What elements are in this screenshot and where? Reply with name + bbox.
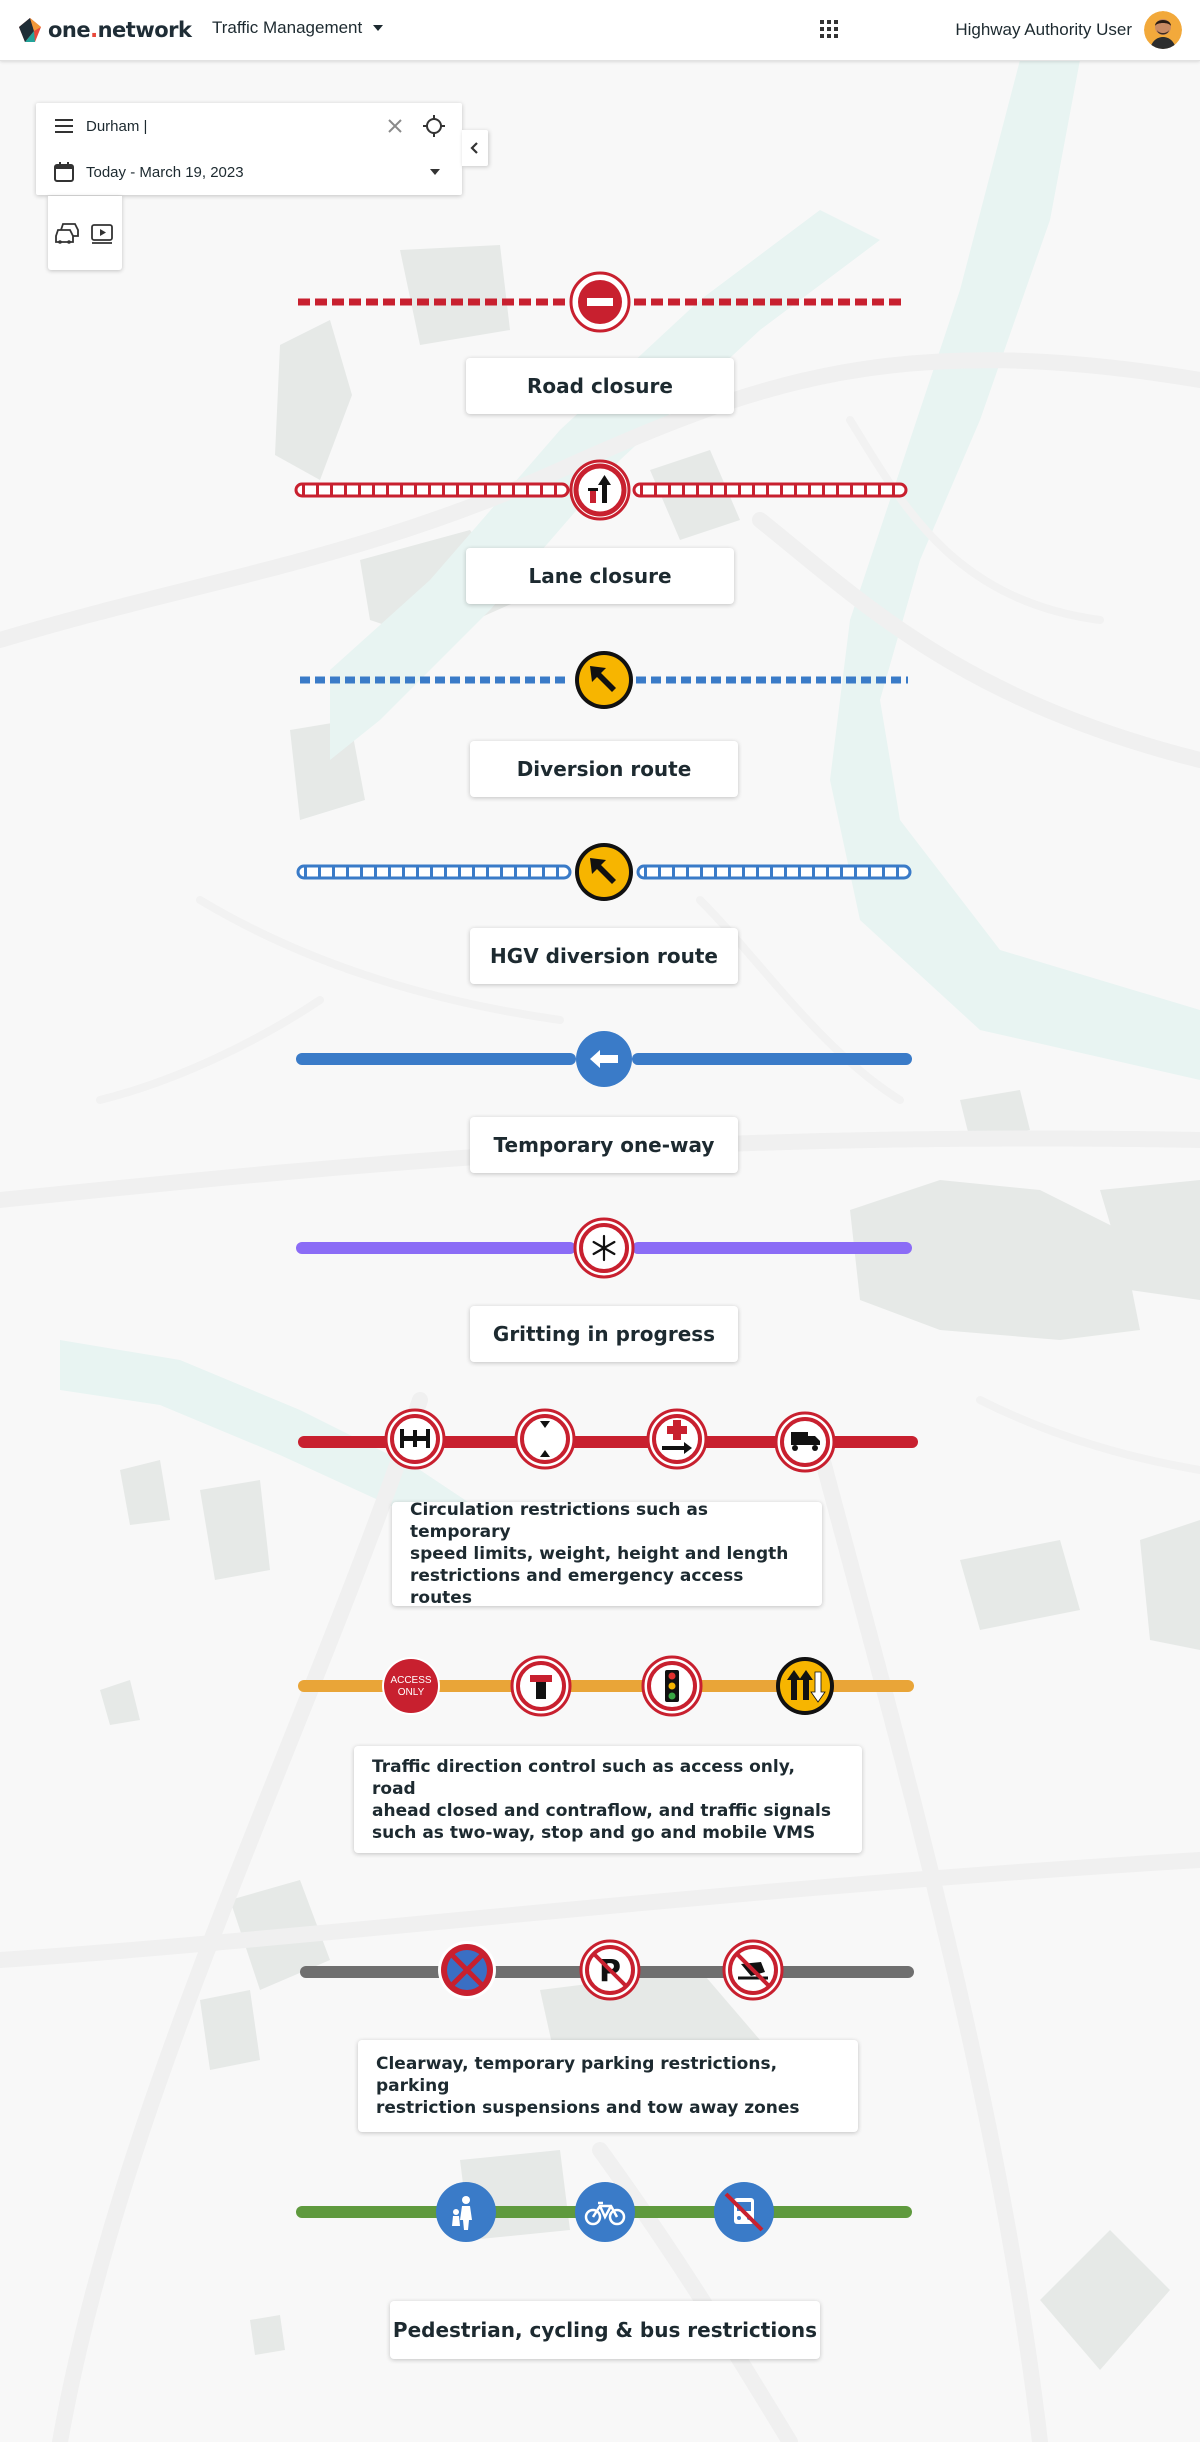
diversion-route-legend: [0, 650, 1200, 710]
access-only-sign-icon[interactable]: ACCESS ONLY: [382, 1657, 440, 1715]
traffic-direction-description: Traffic direction control such as access…: [354, 1746, 862, 1853]
road-closure-legend: [0, 271, 1200, 333]
height-limit-sign-icon[interactable]: [514, 1408, 576, 1470]
lane-closure-legend: [0, 459, 1200, 521]
road-closure-label: Road closure: [466, 358, 734, 414]
collapse-panel-button[interactable]: [462, 130, 488, 166]
one-way-label: Temporary one-way: [470, 1117, 738, 1173]
traffic-direction-description-text: Traffic direction control such as access…: [372, 1756, 844, 1844]
emergency-access-sign-icon[interactable]: [646, 1408, 708, 1470]
circulation-text-line-1: Circulation restrictions such as tempora…: [410, 1500, 708, 1542]
search-input[interactable]: [86, 114, 411, 138]
lane-closure-sign-icon[interactable]: [569, 459, 631, 521]
logo-text: one.network: [48, 18, 192, 42]
one-way-legend: [0, 1029, 1200, 1089]
access-only-text-line-2: ONLY: [398, 1687, 425, 1698]
clearway-text-line-2: restriction suspensions and tow away zon…: [376, 2098, 800, 2118]
clearway-description: Clearway, temporary parking restrictions…: [358, 2040, 858, 2132]
gritting-label: Gritting in progress: [470, 1306, 738, 1362]
clearway-sign-icon[interactable]: [438, 1941, 496, 1999]
one-network-logo-icon: [19, 18, 41, 42]
close-icon[interactable]: [386, 117, 404, 135]
circulation-description: Circulation restrictions such as tempora…: [392, 1499, 822, 1609]
no-entry-sign-icon[interactable]: [569, 271, 631, 333]
tow-away-sign-icon[interactable]: [722, 1939, 784, 2001]
traffic-direction-text-line-3: such as two-way, stop and go and mobile …: [372, 1822, 816, 1843]
diversion-route-label: Diversion route: [470, 741, 738, 797]
module-menu[interactable]: Traffic Management: [212, 18, 384, 38]
hgv-diversion-label: HGV diversion route: [470, 928, 738, 984]
date-row[interactable]: Today - March 19, 2023: [36, 149, 462, 195]
module-menu-label: Traffic Management: [212, 18, 363, 37]
pedestrian-sign-icon[interactable]: [436, 2182, 496, 2242]
clearway-text-line-1: Clearway, temporary parking restrictions…: [376, 2054, 778, 2096]
user-avatar[interactable]: [1144, 11, 1182, 49]
one-network-logo[interactable]: one.network: [18, 14, 192, 46]
access-only-text-line-1: ACCESS: [390, 1675, 431, 1686]
bicycle-sign-icon[interactable]: [575, 2182, 635, 2242]
clearway-legend: P: [0, 1939, 1200, 2002]
circulation-text-line-2: speed limits, weight, height and length: [410, 1544, 789, 1564]
hgv-diversion-arrow-sign-icon[interactable]: [575, 843, 633, 901]
date-range-label[interactable]: Today - March 19, 2023: [86, 164, 244, 181]
hgv-diversion-legend: [0, 842, 1200, 902]
clearway-description-text: Clearway, temporary parking restrictions…: [376, 2053, 840, 2119]
hamburger-icon[interactable]: [54, 117, 74, 135]
contraflow-sign-icon[interactable]: [776, 1657, 834, 1715]
map-tools: [48, 196, 122, 270]
traffic-direction-legend: ACCESS ONLY: [0, 1655, 1200, 1717]
user-name[interactable]: Highway Authority User: [955, 20, 1132, 39]
calendar-icon: [54, 162, 74, 182]
chevron-left-icon: [470, 142, 478, 154]
diversion-arrow-sign-icon[interactable]: [575, 651, 633, 709]
weight-limit-sign-icon[interactable]: [384, 1408, 446, 1470]
snowflake-sign-icon[interactable]: [573, 1217, 635, 1279]
pedestrian-label: Pedestrian, cycling & bus restrictions: [390, 2301, 820, 2359]
caret-down-icon[interactable]: [430, 168, 440, 176]
gritting-legend: [0, 1217, 1200, 1279]
one-way-arrow-sign-icon[interactable]: [576, 1031, 632, 1087]
traffic-signals-sign-icon[interactable]: [641, 1655, 703, 1717]
crosshair-icon[interactable]: [422, 114, 446, 138]
traffic-direction-text-line-2: ahead closed and contraflow, and traffic…: [372, 1800, 831, 1821]
length-limit-sign-icon[interactable]: [774, 1411, 836, 1473]
pedestrian-legend: [0, 2182, 1200, 2242]
traffic-direction-text-line-1: Traffic direction control such as access…: [372, 1756, 795, 1799]
play-video-icon[interactable]: [89, 220, 115, 246]
circulation-description-text: Circulation restrictions such as tempora…: [410, 1499, 804, 1609]
caret-down-icon: [373, 25, 384, 31]
circulation-legend: [0, 1408, 1200, 1473]
lane-closure-label: Lane closure: [466, 548, 734, 604]
no-parking-sign-icon[interactable]: P: [579, 1939, 641, 2001]
top-bar: one.network Traffic Management Highway A…: [0, 0, 1200, 61]
traffic-jam-icon[interactable]: [55, 220, 81, 246]
circulation-text-line-3: restrictions and emergency access routes: [410, 1566, 744, 1608]
apps-grid-icon[interactable]: [818, 18, 840, 40]
no-bus-sign-icon[interactable]: [714, 2182, 774, 2242]
search-row: [36, 103, 462, 149]
road-closed-ahead-sign-icon[interactable]: [510, 1655, 572, 1717]
search-panel: Today - March 19, 2023: [36, 103, 462, 195]
